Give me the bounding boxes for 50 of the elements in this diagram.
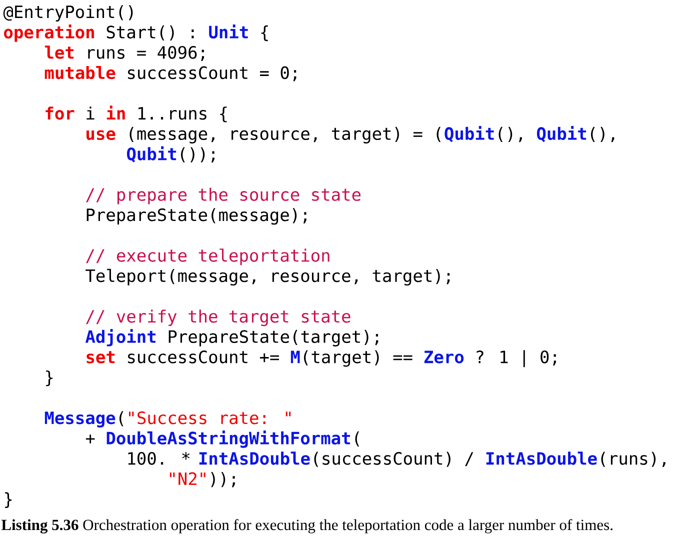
code-text: for	[46, 106, 74, 120]
code-text: let	[44, 46, 74, 59]
code-text: IntAsDouble	[199, 452, 310, 465]
code-text: i	[86, 106, 94, 120]
code-text: runs = 4096;	[88, 46, 204, 61]
code-text: M	[290, 350, 300, 364]
code-text: (	[355, 431, 360, 447]
code-text: Adjoint	[85, 328, 156, 346]
code-text: 1..runs {	[138, 106, 227, 122]
code-text: (	[119, 411, 124, 426]
code-text: Start() :	[106, 25, 194, 41]
code-text: DoubleAsStringWithFormat	[106, 430, 350, 448]
code-text: // execute teleportation	[86, 248, 330, 266]
code-text: (),	[590, 126, 614, 142]
code-text: (target) ==	[304, 350, 412, 367]
code-text: successCount +=	[128, 350, 279, 364]
code-text: Qubit	[444, 126, 494, 142]
caption: Listing 5.36 Orchestration operation for executing the teleportation code a larger number of times.	[1, 519, 612, 534]
code-text: (successCount) /	[314, 452, 474, 467]
code-text: Unit	[209, 24, 248, 39]
code-text: // verify the target state	[86, 310, 350, 326]
code-text: Qubit	[126, 146, 176, 162]
code-text: (message, resource, target) = (	[130, 126, 441, 144]
code-text: operation	[4, 24, 94, 42]
code-text: // prepare the source state	[86, 188, 361, 204]
code-text: +	[86, 434, 95, 444]
code-text: ());	[180, 147, 214, 162]
code-text: Qubit	[536, 126, 586, 142]
code-text: use	[86, 130, 116, 140]
code-text: }	[46, 370, 53, 386]
code-text: Zero	[424, 350, 464, 364]
code-text: PrepareState(message);	[86, 208, 306, 225]
code-text: {	[261, 25, 268, 42]
code-text: "N2"	[170, 472, 206, 485]
code-text: ? 1 | 0;	[476, 350, 556, 368]
code-text: ));	[211, 472, 235, 488]
code-text: }	[5, 492, 12, 508]
code-text: PrepareState(target);	[168, 330, 378, 346]
code-text: (runs),	[601, 452, 666, 467]
code-text: successCount = 0;	[128, 66, 296, 82]
code-text: Message	[44, 412, 116, 428]
code-text: (),	[498, 126, 522, 142]
code-text: IntAsDouble	[486, 452, 597, 465]
code-text: "Success rate: "	[129, 411, 291, 424]
code-text: Teleport(message, resource, target);	[86, 268, 450, 286]
code-text: mutable	[44, 66, 116, 80]
code-text: 100. *	[128, 452, 190, 465]
code-text: set	[86, 351, 115, 364]
code-text: in	[106, 106, 125, 120]
code-text: @EntryPoint()	[3, 5, 133, 22]
